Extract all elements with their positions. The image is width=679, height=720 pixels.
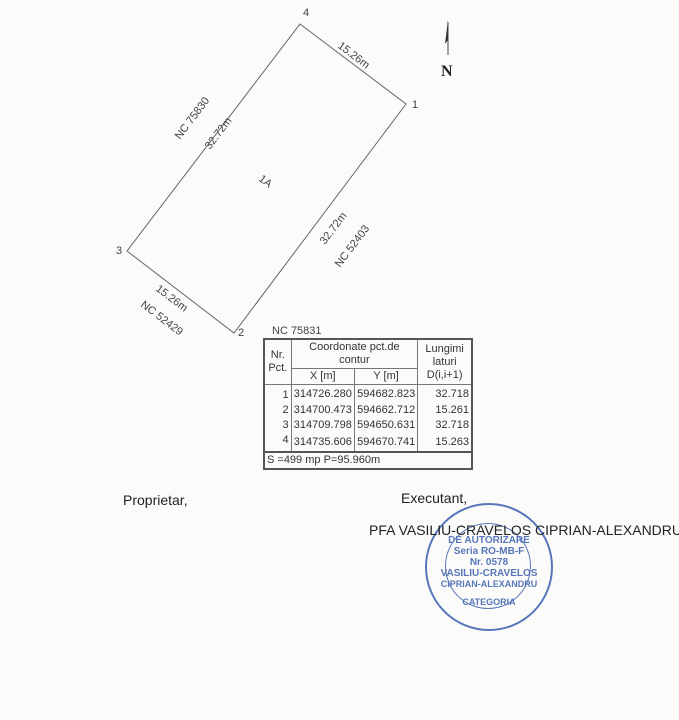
- point-2-label: 2: [238, 327, 244, 339]
- executor-label: Executant,: [401, 490, 468, 506]
- header-y: Y [m]: [353, 368, 418, 385]
- executor-name: PFA VASILIU-CRAVELOS CIPRIAN-ALEXANDRU: [369, 522, 679, 538]
- side-3-4-length: 32.72m: [203, 115, 235, 152]
- north-arrow-head-icon: [445, 20, 448, 44]
- header-nr: Nr. Pct.: [264, 339, 292, 385]
- authorization-stamp: DE AUTORIZARE Seria RO-MB-F Nr. 0578 VAS…: [425, 503, 553, 631]
- parcel-label: 1A: [256, 173, 274, 191]
- header-coords: Coordonate pct.de contur: [290, 339, 418, 369]
- neighbor-left: NC 75830: [173, 95, 212, 142]
- owner-label: Proprietar,: [123, 492, 188, 508]
- header-x: X [m]: [290, 368, 355, 385]
- point-4-label: 4: [303, 7, 309, 19]
- side-4-1-length: 15.26m: [335, 40, 372, 72]
- north-label: N: [441, 63, 453, 80]
- area-perimeter: S =499 mp P=95.960m: [264, 451, 472, 469]
- parcel-outline: [126, 23, 407, 334]
- point-3-label: 3: [116, 245, 122, 257]
- point-1-label: 1: [412, 99, 418, 111]
- neighbor-table: NC 75831: [272, 325, 322, 337]
- header-length: Lungimi laturi D(i,i+1): [417, 339, 472, 385]
